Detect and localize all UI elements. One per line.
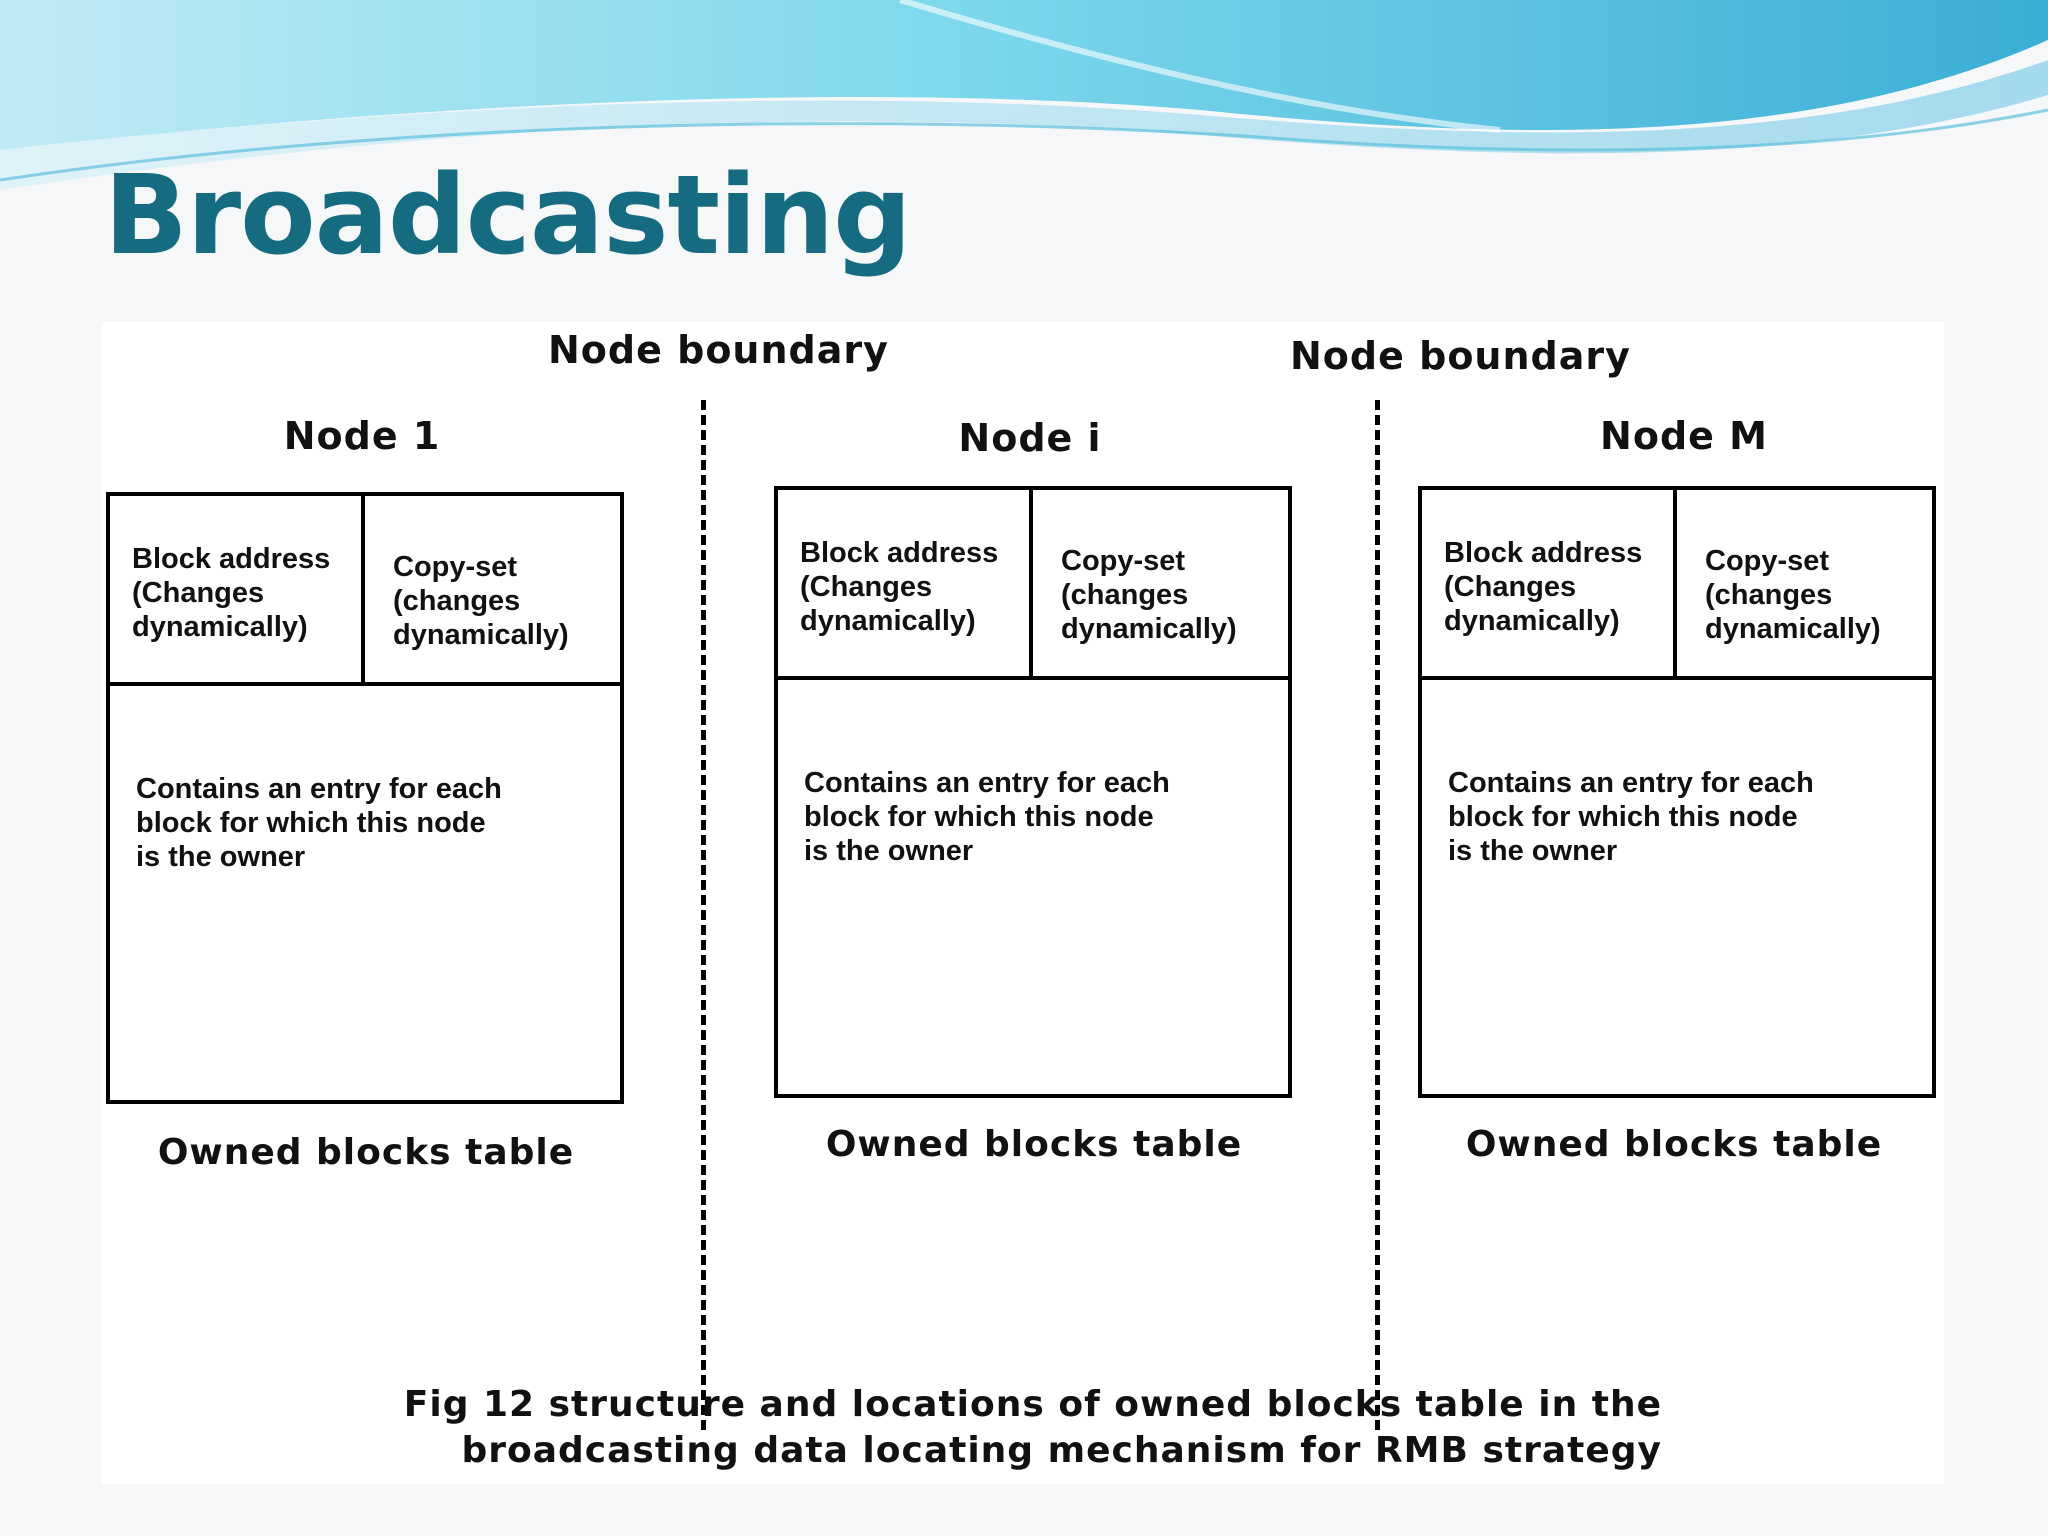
table-body: Contains an entry for each block for whi… (110, 686, 620, 874)
node-title-m: Node M (1600, 414, 1768, 458)
slide-header-banner (0, 0, 2048, 190)
table-caption-i: Owned blocks table (825, 1124, 1243, 1165)
block-address-label: Block address (Changes dynamically) (800, 537, 999, 637)
node-boundary-label-1: Node boundary (548, 328, 889, 372)
table-body-text: Contains an entry for each block for whi… (136, 773, 502, 873)
table-header: Block address (Changes dynamically) Copy… (110, 496, 620, 686)
header-cell-block-address: Block address (Changes dynamically) (778, 490, 1033, 676)
table-body-text: Contains an entry for each block for whi… (804, 767, 1170, 867)
header-cell-copy-set: Copy-set (changes dynamically) (365, 496, 620, 682)
copy-set-label: Copy-set (changes dynamically) (1705, 545, 1881, 645)
table-body-text: Contains an entry for each block for whi… (1448, 767, 1814, 867)
copy-set-label: Copy-set (changes dynamically) (393, 551, 569, 651)
table-caption-1: Owned blocks table (157, 1132, 575, 1173)
header-cell-copy-set: Copy-set (changes dynamically) (1033, 490, 1288, 676)
table-body: Contains an entry for each block for whi… (778, 680, 1288, 868)
figure-caption: Fig 12 structure and locations of owned … (403, 1384, 1662, 1471)
table-header: Block address (Changes dynamically) Copy… (1422, 490, 1932, 680)
header-cell-block-address: Block address (Changes dynamically) (1422, 490, 1677, 676)
header-cell-copy-set: Copy-set (changes dynamically) (1677, 490, 1932, 676)
node-boundary-line-1 (701, 400, 706, 1430)
node-title-i: Node i (958, 416, 1102, 460)
copy-set-label: Copy-set (changes dynamically) (1061, 545, 1237, 645)
node-boundary-line-2 (1375, 400, 1380, 1430)
table-caption-m: Owned blocks table (1465, 1124, 1883, 1165)
header-cell-block-address: Block address (Changes dynamically) (110, 496, 365, 682)
node-boundary-label-2: Node boundary (1290, 334, 1631, 378)
table-body: Contains an entry for each block for whi… (1422, 680, 1932, 868)
block-address-label: Block address (Changes dynamically) (1444, 537, 1643, 637)
node-title-1: Node 1 (283, 414, 441, 458)
table-header: Block address (Changes dynamically) Copy… (778, 490, 1288, 680)
block-address-label: Block address (Changes dynamically) (132, 543, 331, 643)
owned-blocks-table-m: Block address (Changes dynamically) Copy… (1418, 486, 1936, 1098)
diagram-figure: Node boundary Node boundary Node 1 Block… (102, 322, 1944, 1484)
slide-title: Broadcasting (104, 151, 912, 279)
owned-blocks-table-i: Block address (Changes dynamically) Copy… (774, 486, 1292, 1098)
owned-blocks-table-1: Block address (Changes dynamically) Copy… (106, 492, 624, 1104)
